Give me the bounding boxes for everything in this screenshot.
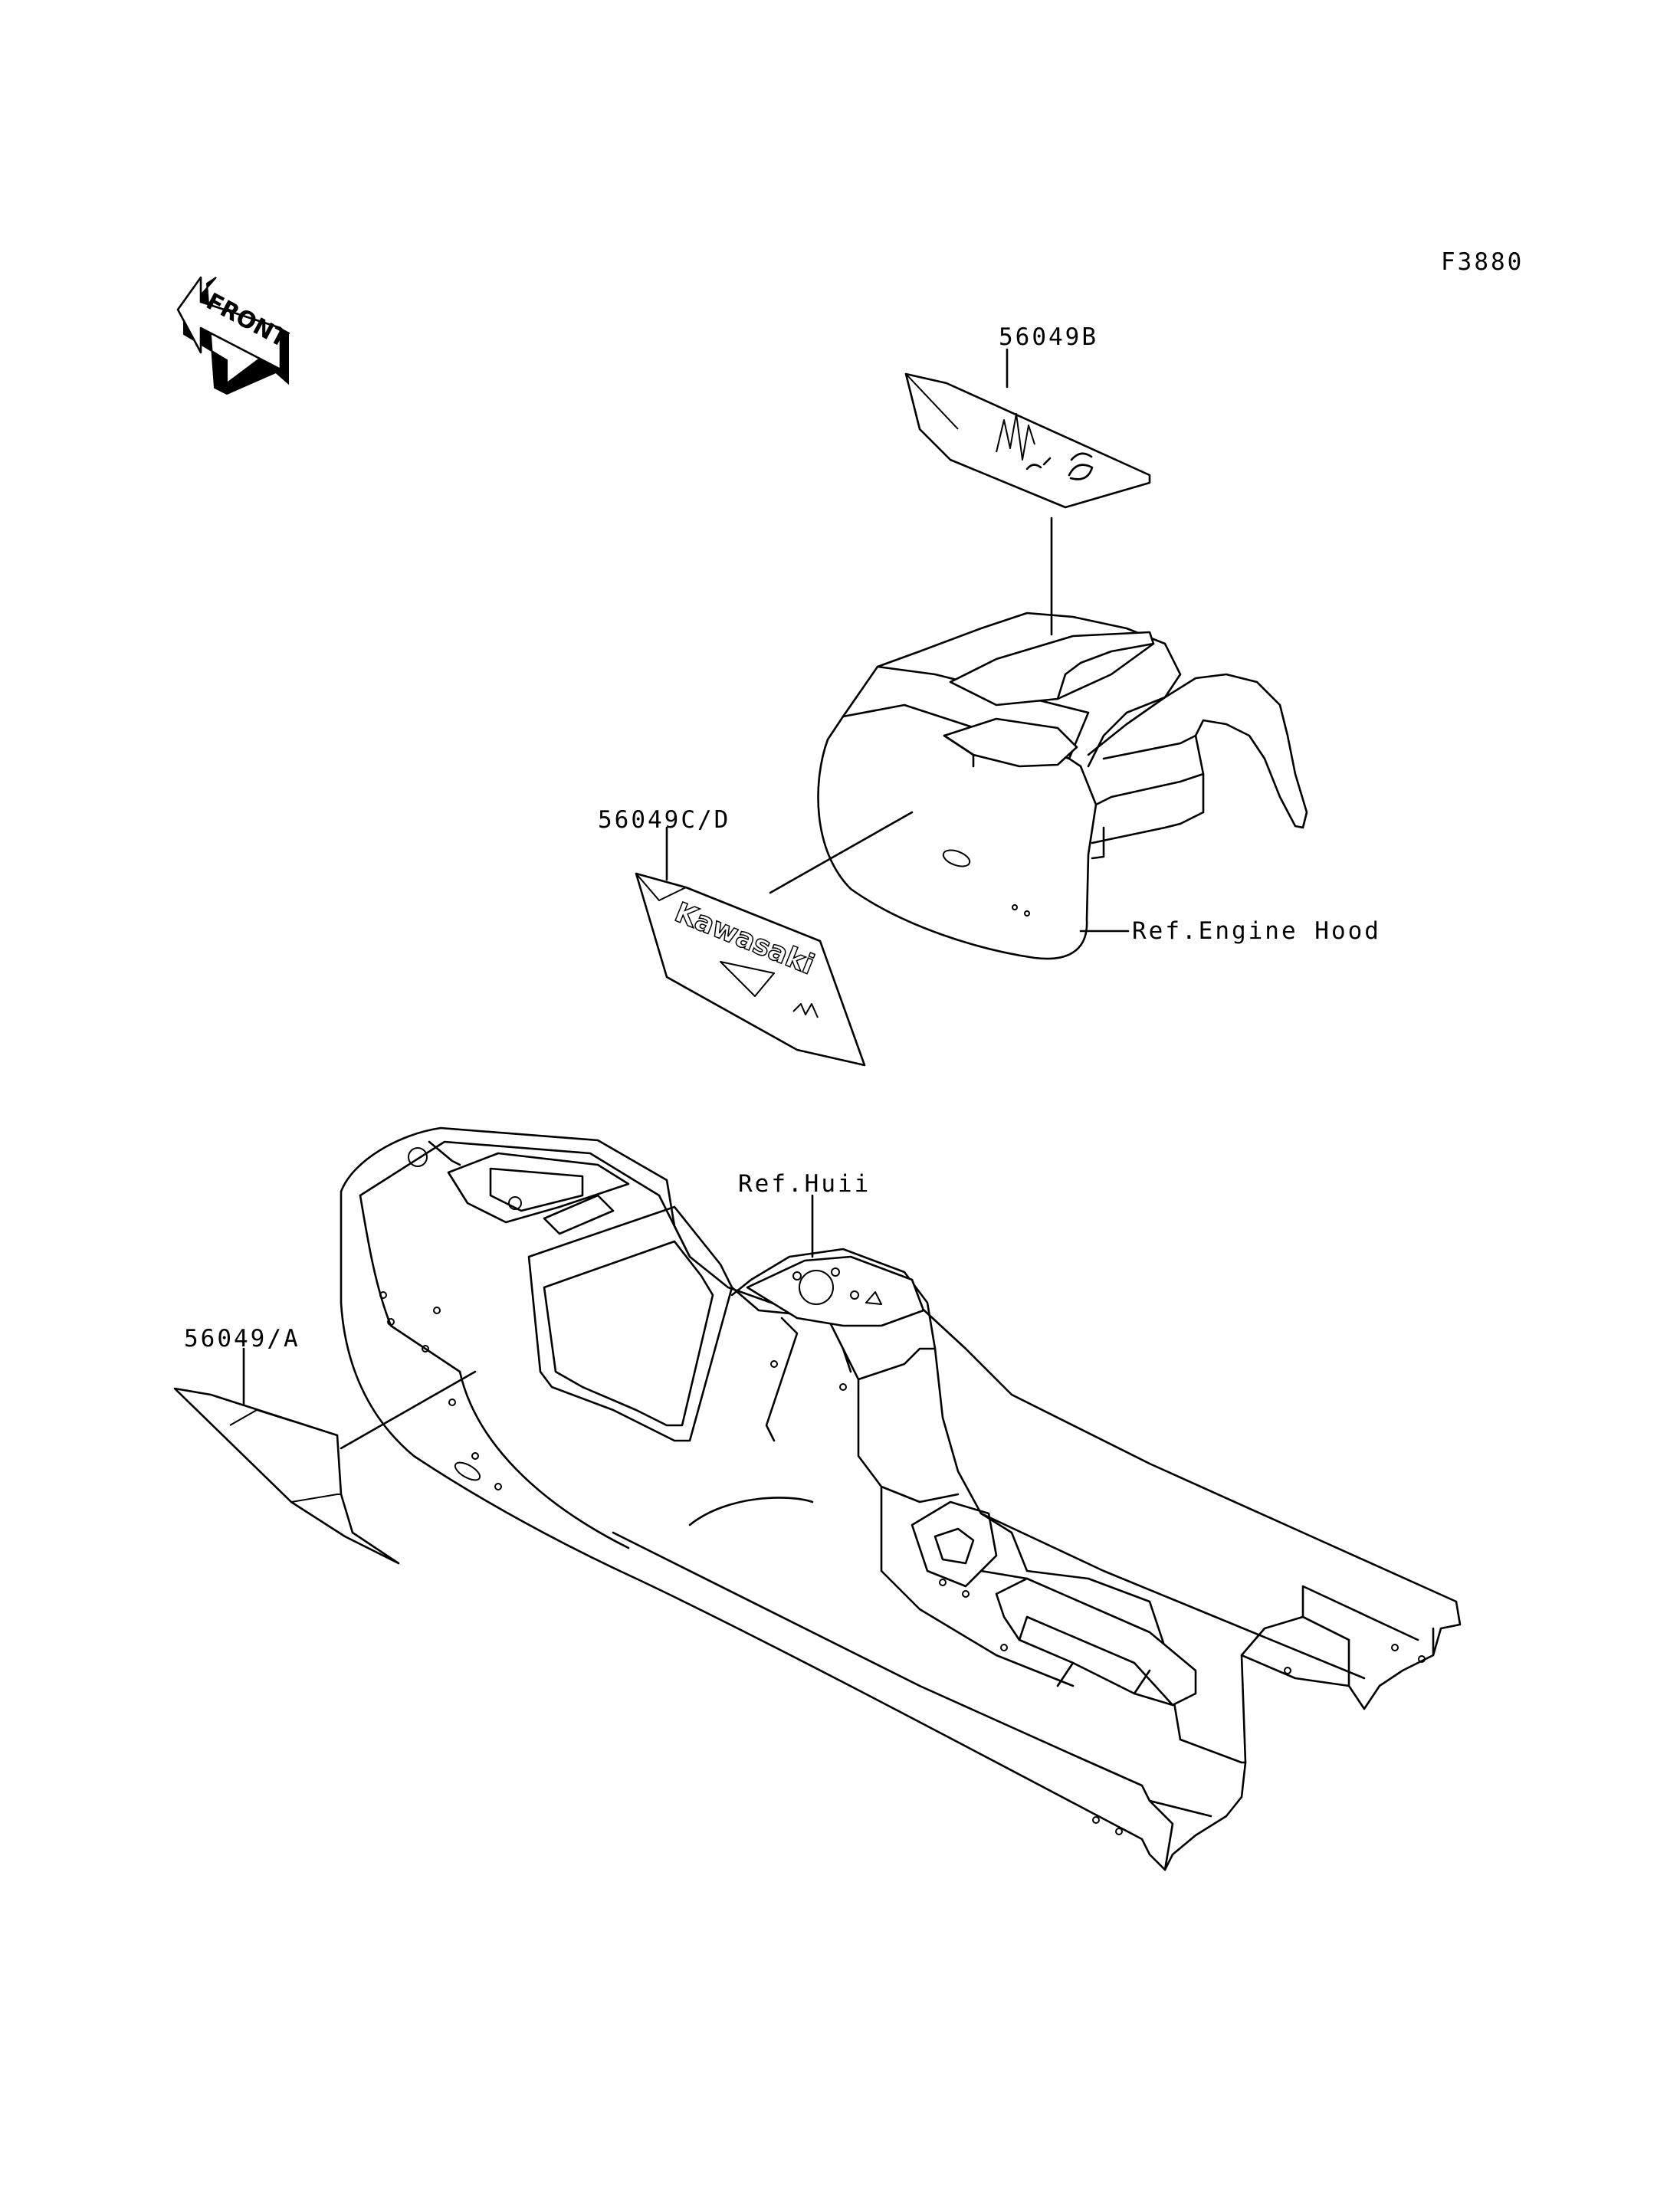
- label-56049b: 56049B: [999, 323, 1098, 351]
- decal-56049b: [904, 348, 1151, 636]
- hull: [340, 1126, 1462, 1871]
- engine-hood: [817, 612, 1308, 960]
- label-ref-hull: Ref.Huii: [738, 1170, 871, 1198]
- figure-code: F3880: [1441, 248, 1524, 276]
- label-56049a: 56049/A: [184, 1325, 300, 1353]
- front-arrow-icon: FRONT: [176, 276, 292, 395]
- label-56049cd: 56049C/D: [598, 806, 731, 834]
- label-ref-engine-hood: Ref.Engine Hood: [1132, 917, 1381, 945]
- decal-56049a: [173, 1347, 477, 1565]
